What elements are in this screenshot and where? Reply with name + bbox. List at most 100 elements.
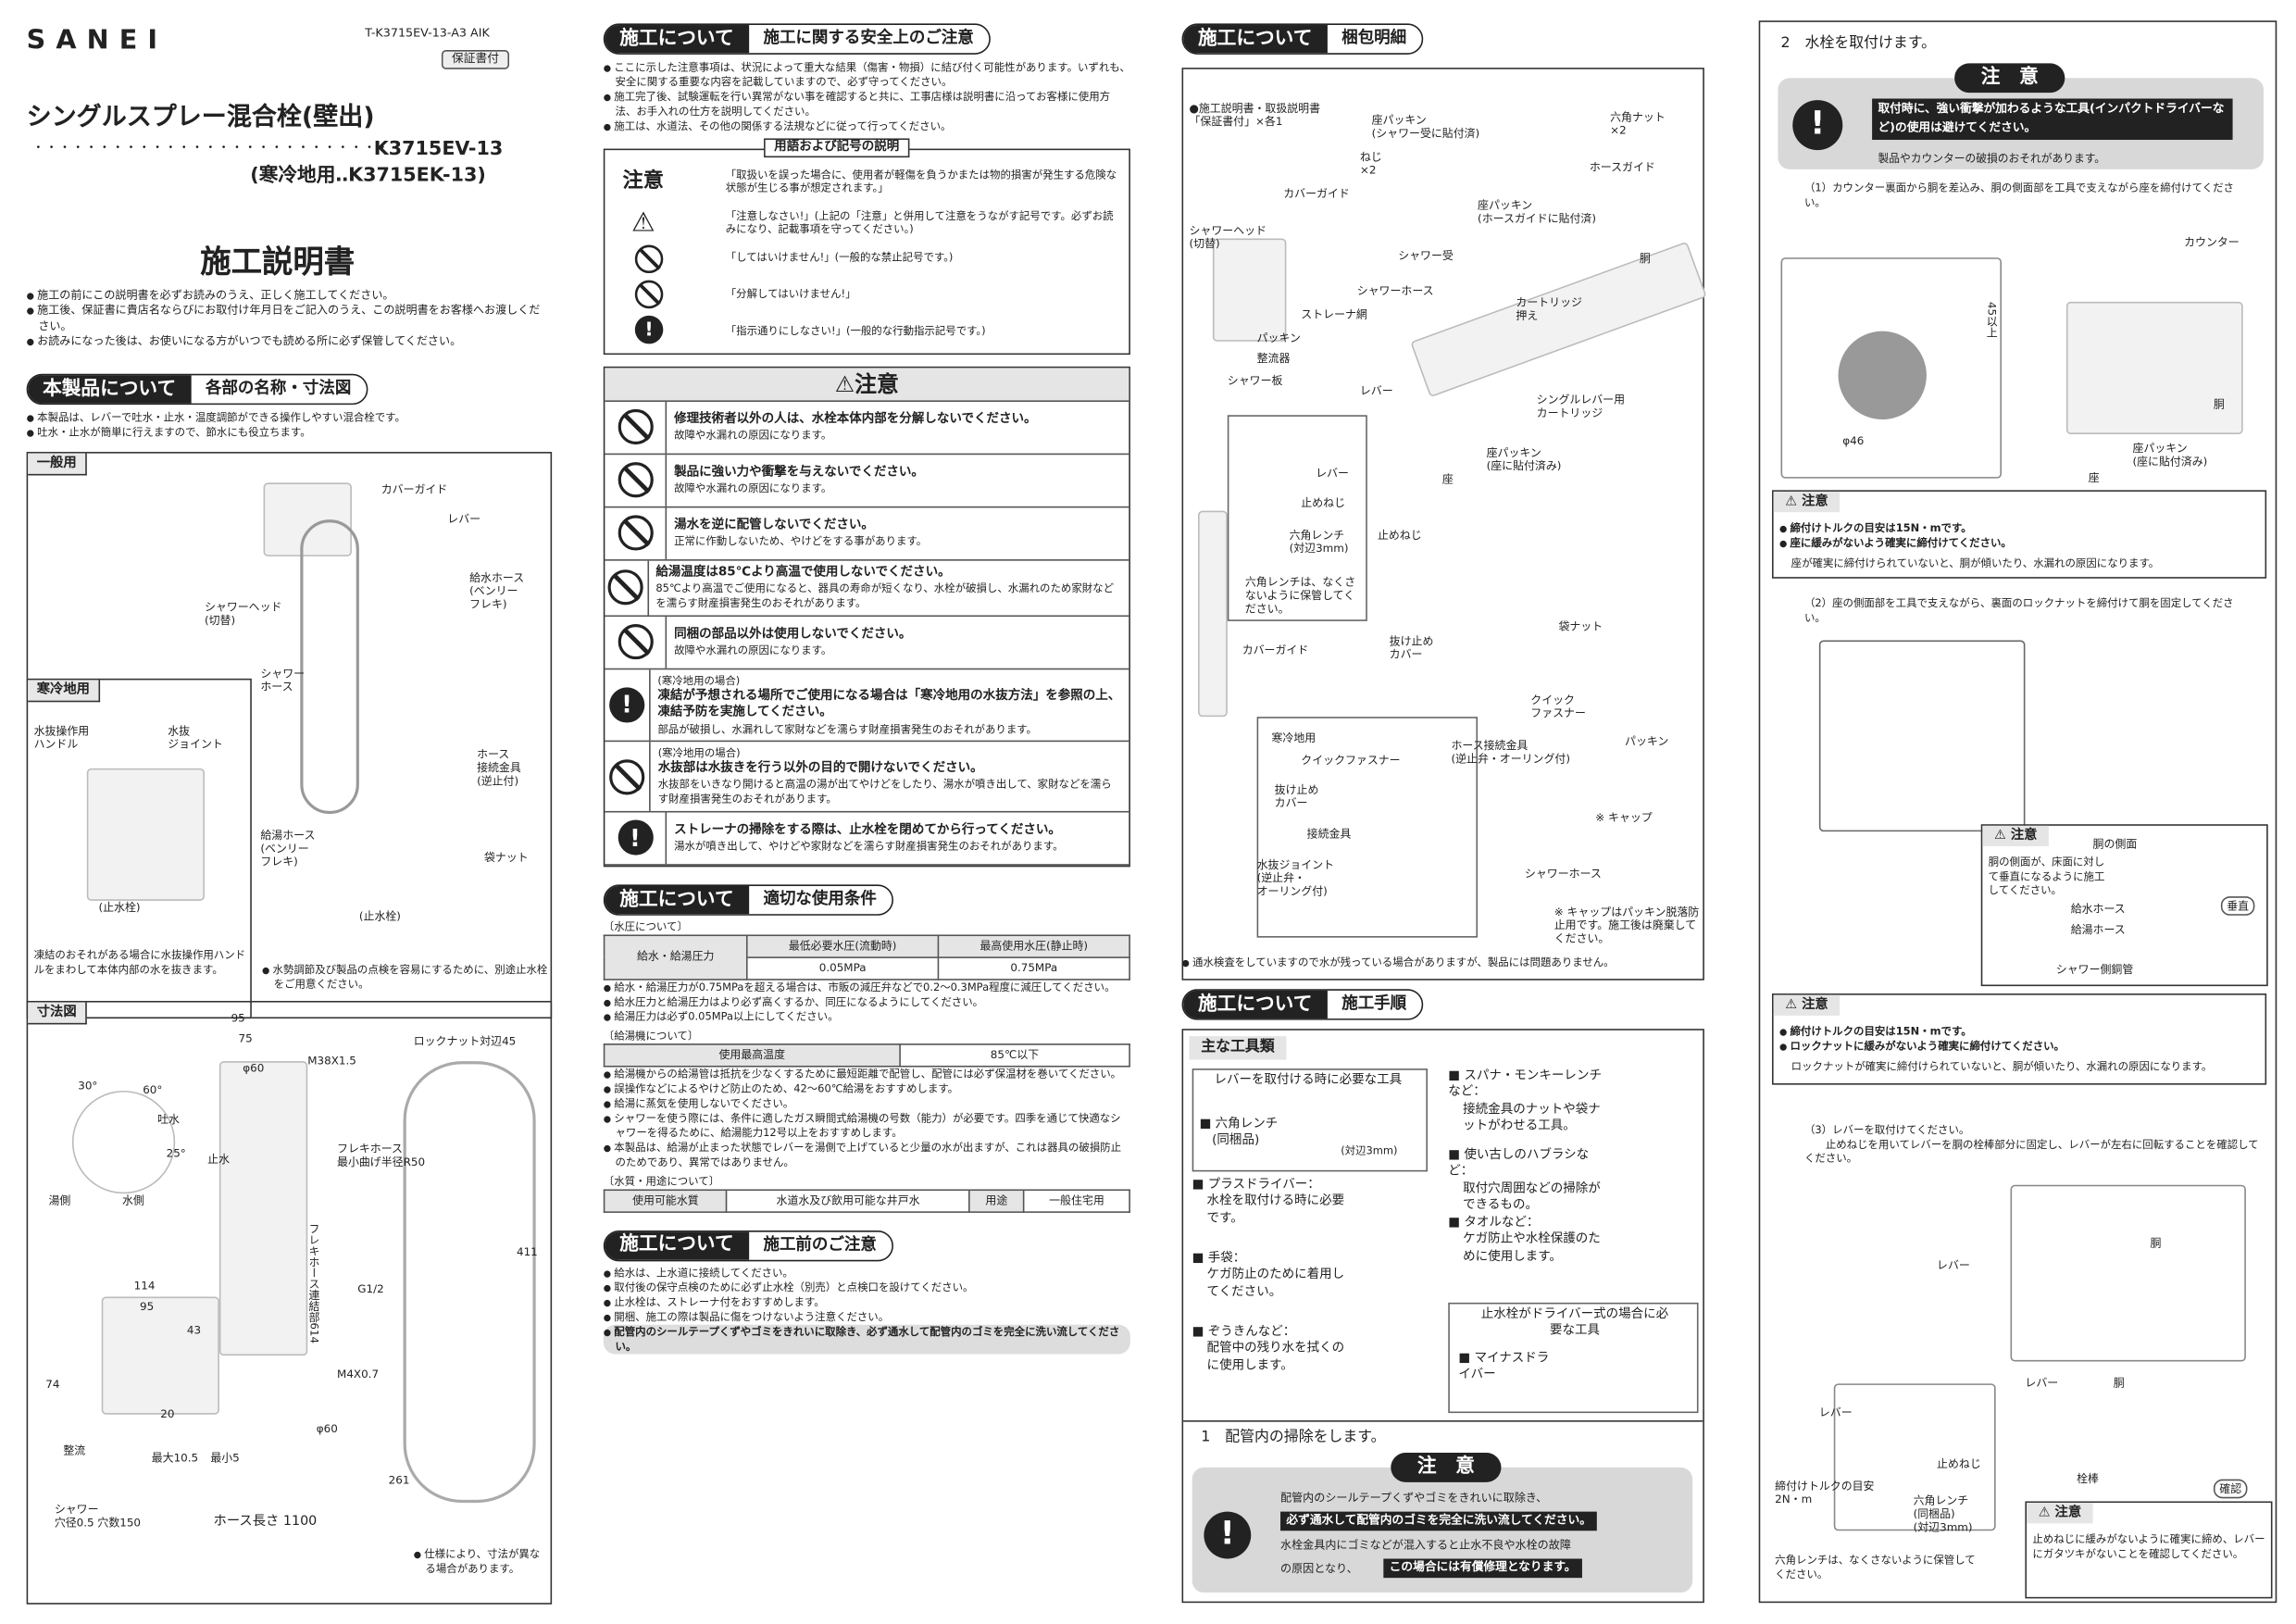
caution-row: !ストレーナの掃除をする際は、止水栓を閉めてから行ってください。湯水が噴き出して… [605, 812, 1129, 866]
label: (止水栓) [98, 900, 141, 915]
part-label: カートリッジ 押え [1516, 295, 1582, 323]
label: 水抜操作用 ハンドル [33, 724, 90, 751]
cold-drawing [86, 768, 205, 901]
dim: 74 [45, 1377, 60, 1392]
note-4: ⚠ 注意 止めねじに緩みがないように確実に締め、レバーにガタツキがないことを確認… [2025, 1501, 2273, 1599]
bullet: 給水は、上水道に接続してください。 [604, 1266, 1130, 1280]
tool-item: ■ タオルなど：ケガ防止や水栓保護のために使用します。 [1448, 1216, 1610, 1267]
tool-desc: 接続金具のナットや袋ナットがわせる工具。 [1463, 1102, 1601, 1134]
caution-text: 湯水を逆に配管しないでください。正常に作動しないため、やけどをする事があります。 [667, 514, 934, 554]
label: 垂直 [2220, 896, 2255, 916]
cold-diagram-box: 寒冷地用 水抜操作用 ハンドル 水抜 ジョイント (止水栓) 凍結のおそれがある… [26, 678, 252, 1019]
prohibit-icon [605, 507, 668, 560]
caution-row: 給湯温度は85℃より高温で使用しないでください。85℃より高温でご使用になると、… [605, 560, 1129, 617]
substep-1-diagram: カウンター 45以上 φ46 胴 座 座パッキン (座に貼付済み) [1772, 228, 2266, 485]
pill-sublabel: 梱包明細 [1341, 28, 1407, 47]
dim: 吐水 [157, 1112, 180, 1127]
quality-table: 使用可能水質水道水及び飲用可能な井戸水用途一般住宅用 [603, 1188, 1130, 1213]
section-header-safety: 施工について施工に関する安全上のご注意 [603, 23, 991, 55]
note-2: ⚠ 注意 胴の側面が、床面に対して垂直になるように施工してください。 胴の側面 … [1980, 824, 2268, 987]
bullet: 通水検査をしていますので水が残っている場合がありますが、製品には問題ありません。 [1182, 956, 1704, 970]
part-label: シャワーホース [1356, 283, 1434, 298]
dim: M38X1.5 [307, 1054, 356, 1068]
part-label: パッキン [1625, 734, 1669, 748]
caution-main: ストレーナの掃除をする際は、止水栓を閉めてから行ってください。 [674, 822, 1061, 838]
legend-text: 「取扱いを誤った場合に、使用者が軽傷を負うかまたは物的損害が発生する危険な状態が… [725, 167, 1117, 195]
label: 給湯ホース (ベンリー フレキ) [260, 829, 316, 868]
tool-name: プラスドライバー： [1207, 1177, 1320, 1193]
warranty-badge: 保証書付 [441, 50, 510, 69]
dim: 整流 [63, 1443, 86, 1457]
section-header-product: 本製品について各部の名称・寸法図 [26, 373, 368, 406]
label: 確認 [2213, 1479, 2248, 1499]
caution-sub: 部品が破損し、水漏れして家財などを濡らす財産損害発生のおそれがあります。 [657, 721, 1037, 736]
caution-row: 製品に強い力や衝撃を与えないでください。故障や水漏れの原因になります。 [605, 455, 1129, 508]
label: 給水ホース [2070, 902, 2126, 916]
no-disassemble-icon [634, 280, 664, 308]
bullet: 給湯圧力は必ず0.05MPa以上にしてください。 [604, 1010, 1130, 1025]
caution-sub: 故障や水漏れの原因になります。 [674, 429, 832, 443]
mount-drawing [2065, 301, 2243, 434]
label: 給湯ホース [2070, 922, 2126, 937]
bullet: 止水栓は、ストレーナ付をおすすめします。 [604, 1295, 1130, 1310]
step-1-caution: 注 意 ! 配管内のシールテープくずやゴミをきれいに取除き、 必ず通水して配管内… [1192, 1453, 1693, 1593]
label: 締付けトルクの目安 2N・m [1775, 1479, 1875, 1506]
pill-label: 施工について [605, 25, 749, 54]
step-1-title: 1 配管内の掃除をします。 [1201, 1429, 1386, 1446]
shower-head-drawing [1212, 238, 1287, 342]
label: カウンター [2184, 235, 2240, 249]
part-label: 止めねじ [1301, 495, 1345, 510]
hose-drawing [300, 519, 359, 815]
label: レバー [1937, 1258, 1970, 1272]
cell: 85℃以下 [899, 1043, 1130, 1068]
part-label: 寒冷地用 [1271, 731, 1316, 745]
part-label: レバー [1359, 383, 1393, 398]
label: 胴 [2150, 1236, 2162, 1250]
tool-name: 手袋： [1207, 1251, 1246, 1267]
tool-item: ■ プラスドライバー：水栓を取付ける時に必要です。 [1192, 1178, 1354, 1229]
caution-row: (寒冷地用の場合)水抜部は水抜きを行う以外の目的で開けないでください。水抜部をい… [605, 742, 1129, 813]
part-label: 胴 [1639, 251, 1651, 266]
dim: ロックナット対辺45 [413, 1034, 517, 1048]
label: 胴 [2213, 397, 2225, 411]
part-label: カバーガイド [1283, 186, 1350, 201]
caution-main: 製品に強い力や衝撃を与えないでください。 [674, 465, 924, 481]
bullet: 吐水・止水が簡単に行えますので、節水にも役立ちます。 [27, 426, 549, 441]
substep-1: （1）カウンター裏面から胴を差込み、胴の側面部を工具で支えながら座を締付けてくだ… [1803, 181, 2234, 209]
cell: 最高使用水圧(静止時) [937, 933, 1130, 958]
driver-box-title: 止水栓がドライバー式の場合に必要な工具 [1480, 1306, 1669, 1339]
divider [1183, 1420, 1703, 1422]
part-label: ホースガイド [1589, 160, 1655, 174]
pill-sublabel: 施工に関する安全上のご注意 [763, 28, 974, 47]
part-label: 接続金具 [1306, 827, 1352, 841]
dim: 95 [231, 1011, 245, 1025]
doc-code: T-K3715EV-13-A3 AIK [365, 26, 490, 40]
prohibit-icon [605, 742, 651, 811]
label: 給水ホース (ベンリー フレキ) [469, 570, 525, 611]
caution-text-bold: 取付時に、強い衝撃が加わるような工具(インパクトドライバーなど)の使用は避けてく… [1872, 98, 2233, 140]
product-bullets: 本製品は、レバーで吐水・止水・温度調節ができる操作しやすい混合栓です。 吐水・止… [27, 411, 549, 441]
caution-text: 同梱の部品以外は使用しないでください。故障や水漏れの原因になります。 [667, 622, 918, 662]
caution-text: 水栓金具内にゴミなどが混入すると止水不良や水栓の故障 [1280, 1538, 1571, 1552]
quality-heading: 〔水質・用途について〕 [603, 1174, 720, 1188]
part-label: シャワーヘッド (切替) [1189, 223, 1267, 251]
bullet: ロックナットに緩みがないよう確実に締付けてください。 [1779, 1039, 2259, 1054]
caution-row: 同梱の部品以外は使用しないでください。故障や水漏れの原因になります。 [605, 616, 1129, 670]
dim: 湯側 [48, 1193, 71, 1207]
caution-main: 同梱の部品以外は使用しないでください。 [674, 626, 912, 642]
part-label: 座 [1441, 472, 1454, 486]
dim: φ60 [243, 1061, 265, 1075]
caution-text: 給湯温度は85℃より高温で使用しないでください。85℃より高温でご使用になると、… [648, 561, 1129, 616]
tool-name: スパナ・モンキーレンチなど： [1448, 1068, 1602, 1101]
tool-desc: 水栓を取付ける時に必要です。 [1206, 1193, 1345, 1227]
intro-item: 施工の前にこの説明書を必ずお読みのうえ、正しく施工してください。 [27, 289, 549, 304]
dimensions-box: 寸法図 95 75 φ60 M38X1.5 ロックナット対辺45 30° 60°… [26, 1000, 553, 1605]
bullet: 仕様により、寸法が異なる場合があります。 [414, 1547, 549, 1576]
legend-text: 「してはいけません!」(一般的な禁止記号です。) [725, 249, 954, 264]
legend-caution: 注意 [622, 169, 664, 193]
cell: 0.05MPa [746, 956, 940, 981]
note-3: ⚠ 注意 締付けトルクの目安は15N・mです。ロックナットに緩みがないよう確実に… [1771, 993, 2267, 1085]
